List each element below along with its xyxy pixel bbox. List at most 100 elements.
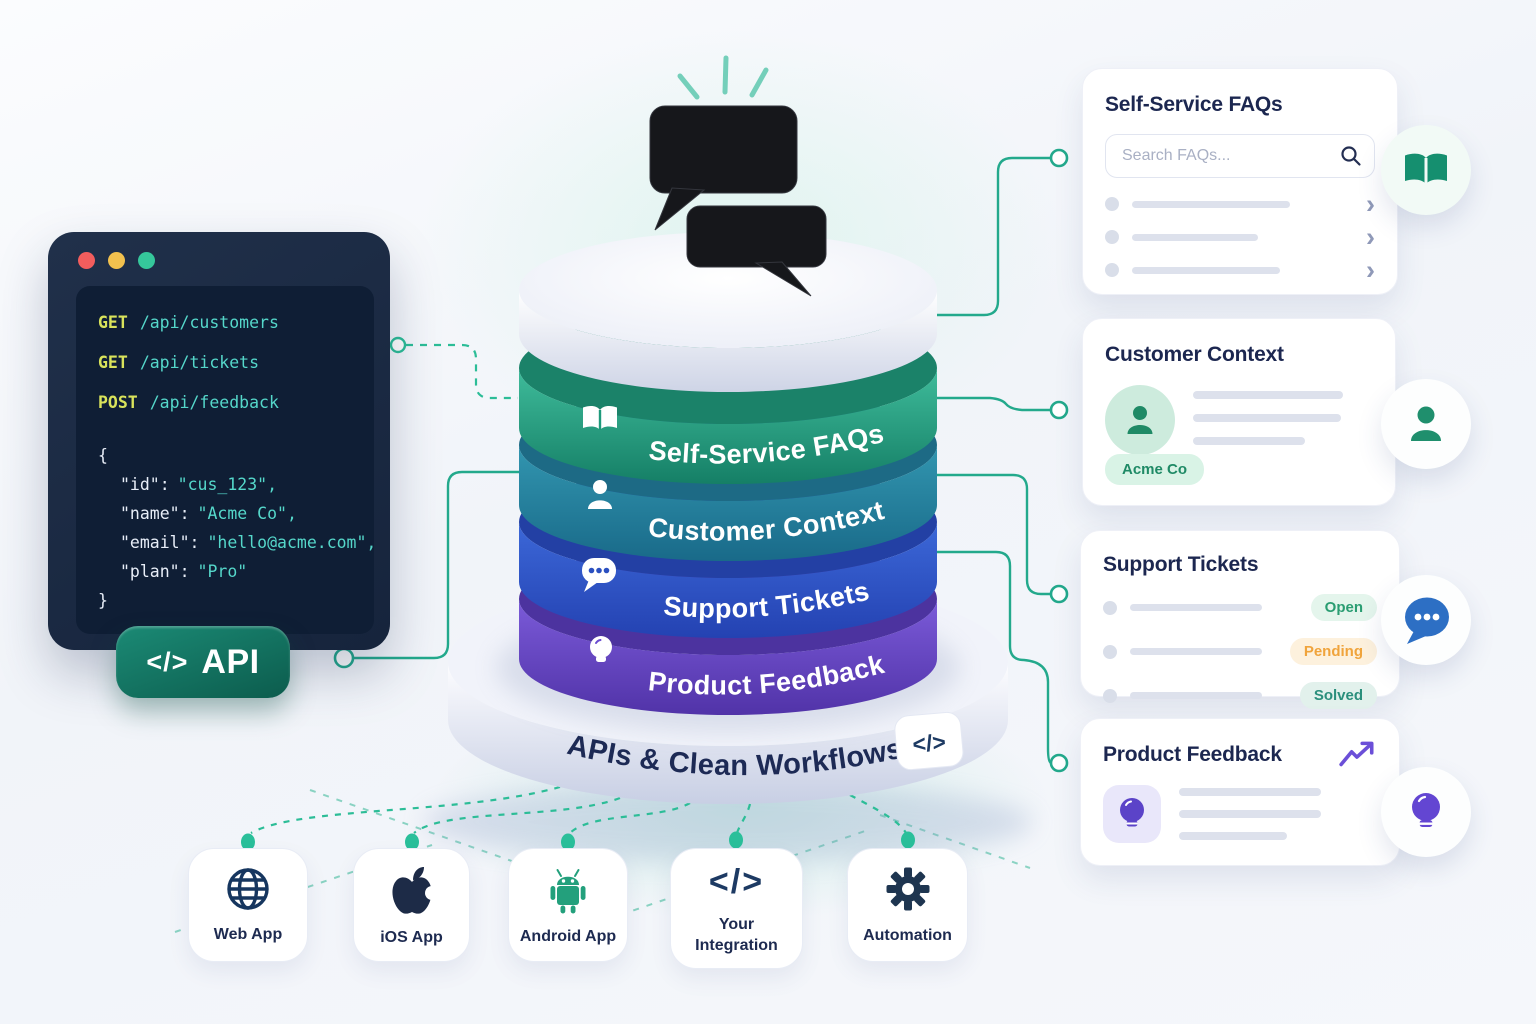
skeleton-text: [1179, 832, 1287, 840]
code-icon: </>: [911, 729, 946, 758]
bulb-icon: [590, 636, 612, 662]
chat-bubbles: [649, 55, 827, 297]
product-feedback-card: Product Feedback: [1080, 718, 1400, 866]
customer-round-badge: [1381, 379, 1471, 469]
app-chip-label: Android App: [519, 927, 617, 945]
base-code-badge: </>: [894, 711, 964, 771]
code-icon: </>: [146, 646, 189, 677]
skeleton-text: [1193, 437, 1305, 445]
tickets-card-title: Support Tickets: [1103, 553, 1259, 576]
ticket-row[interactable]: Pending: [1103, 638, 1377, 665]
chevron-right-icon: ›: [1366, 255, 1375, 285]
faq-list-item[interactable]: ›: [1105, 255, 1375, 285]
close-window-icon[interactable]: [78, 252, 95, 269]
status-badge: Solved: [1299, 682, 1377, 709]
skeleton-text: [1193, 414, 1341, 422]
list-bullet: [1105, 230, 1119, 244]
bulb-icon: [1412, 793, 1440, 827]
skeleton-text: [1130, 604, 1262, 611]
person-icon: [588, 480, 612, 509]
trend-up-icon: [1339, 741, 1374, 767]
list-bullet: [1103, 688, 1117, 703]
connectors-right: [937, 148, 1069, 773]
company-chip: Acme Co: [1105, 454, 1205, 485]
status-badge: Pending: [1289, 638, 1377, 665]
connector-customer: [937, 396, 1050, 412]
customer-card-title: Customer Context: [1105, 343, 1284, 366]
app-connector-dots: [241, 831, 915, 851]
app-chip-label: Your Integration: [695, 915, 778, 954]
list-bullet: [1103, 600, 1117, 615]
person-icon: [1127, 406, 1153, 434]
faq-list-item[interactable]: ›: [1105, 222, 1375, 252]
skeleton-text: [1132, 233, 1258, 241]
skeleton-text: [1179, 788, 1321, 796]
chat-icon: [1405, 597, 1449, 644]
app-chip-integration[interactable]: </> Your Integration: [670, 848, 803, 969]
stack-top-disc: [519, 232, 937, 392]
faqs-card: Self-Service FAQs › › ›: [1082, 68, 1398, 295]
app-chip-label: Web App: [213, 925, 283, 943]
list-bullet: [1103, 644, 1117, 659]
code-line: "id":"cus_123",: [120, 475, 278, 494]
gear-icon: [886, 867, 929, 910]
list-bullet: [1105, 197, 1119, 211]
chat-bubble-large: [649, 105, 798, 194]
chevron-right-icon: ›: [1366, 189, 1375, 219]
maximize-window-icon[interactable]: [138, 252, 155, 269]
android-icon: [550, 868, 586, 913]
person-icon: [1411, 406, 1441, 441]
faqs-round-badge: [1381, 125, 1471, 215]
support-tickets-card: Support Tickets Open Pending Solved: [1080, 530, 1400, 709]
connector-tickets: [937, 473, 1050, 596]
skeleton-text: [1132, 266, 1280, 274]
code-line: "plan":"Pro": [120, 562, 248, 581]
code-line: GET/api/customers: [98, 313, 279, 332]
code-line: "name":"Acme Co",: [120, 504, 297, 523]
app-chip-label: Automation: [863, 926, 952, 944]
connector-faqs: [937, 156, 1050, 317]
faqs-card-title: Self-Service FAQs: [1105, 93, 1283, 116]
faq-list-item[interactable]: ›: [1105, 189, 1375, 219]
app-chip-automation[interactable]: Automation: [847, 848, 968, 962]
chat-bubble-small: [686, 205, 827, 268]
tickets-round-badge: [1381, 575, 1471, 665]
app-chip-label: iOS App: [380, 928, 443, 946]
bulb-icon: [1120, 798, 1144, 827]
avatar: [1105, 385, 1175, 455]
search-icon: [1341, 146, 1361, 166]
faq-search-input[interactable]: [1120, 146, 1340, 166]
code-line: POST/api/feedback: [98, 393, 279, 412]
code-line: "email":"hello@acme.com",: [120, 533, 374, 552]
skeleton-text: [1130, 692, 1262, 699]
code-line: {: [98, 446, 108, 465]
ticket-row[interactable]: Solved: [1103, 682, 1377, 709]
spark-lines: [677, 55, 769, 100]
faq-search-box: [1105, 134, 1375, 178]
api-badge-label: API: [201, 642, 260, 681]
skeleton-text: [1130, 648, 1262, 655]
feedback-round-badge: [1381, 767, 1471, 857]
code-editor-window: GET/api/customers GET/api/tickets POST/a…: [48, 232, 390, 650]
app-chip-ios[interactable]: iOS App: [353, 848, 470, 962]
list-bullet: [1105, 263, 1119, 277]
app-chip-android[interactable]: Android App: [508, 848, 628, 962]
connector-feedback: [937, 550, 1052, 765]
minimize-window-icon[interactable]: [108, 252, 125, 269]
skeleton-text: [1179, 810, 1321, 818]
status-badge: Open: [1310, 594, 1377, 621]
ticket-row[interactable]: Open: [1103, 594, 1377, 621]
book-icon: [1405, 153, 1447, 184]
feedback-icon-tile: [1103, 785, 1161, 843]
globe-icon: [227, 867, 269, 910]
window-controls: [78, 252, 155, 269]
connectors-apps: [250, 785, 907, 834]
chevron-right-icon: ›: [1366, 222, 1375, 252]
chat-icon: [582, 558, 616, 592]
code-editor-content: GET/api/customers GET/api/tickets POST/a…: [76, 286, 374, 634]
app-chip-web[interactable]: Web App: [188, 848, 308, 962]
api-badge: </> API: [116, 626, 290, 698]
skeleton-text: [1193, 391, 1343, 399]
skeleton-text: [1132, 200, 1290, 208]
base-shadow: [423, 782, 1033, 862]
